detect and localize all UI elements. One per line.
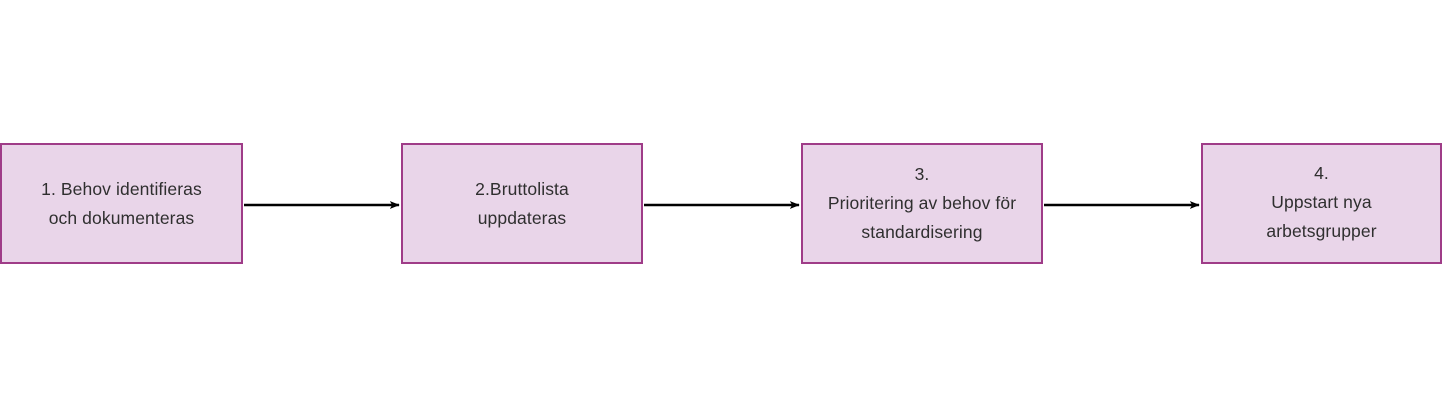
flow-node-4[interactable]: 4. Uppstart nya arbetsgrupper [1201,143,1442,264]
flow-node-1-label: 1. Behov identifieras och dokumenteras [41,178,202,228]
flow-node-3[interactable]: 3. Prioritering av behov för standardise… [801,143,1043,264]
flow-node-2-label: 2.Bruttolista uppdateras [475,178,569,228]
flow-node-1[interactable]: 1. Behov identifieras och dokumenteras [0,143,243,264]
flow-node-2[interactable]: 2.Bruttolista uppdateras [401,143,643,264]
flow-node-3-label: 3. Prioritering av behov för standardise… [827,164,1017,242]
flow-node-4-label: 4. Uppstart nya arbetsgrupper [1266,163,1377,241]
